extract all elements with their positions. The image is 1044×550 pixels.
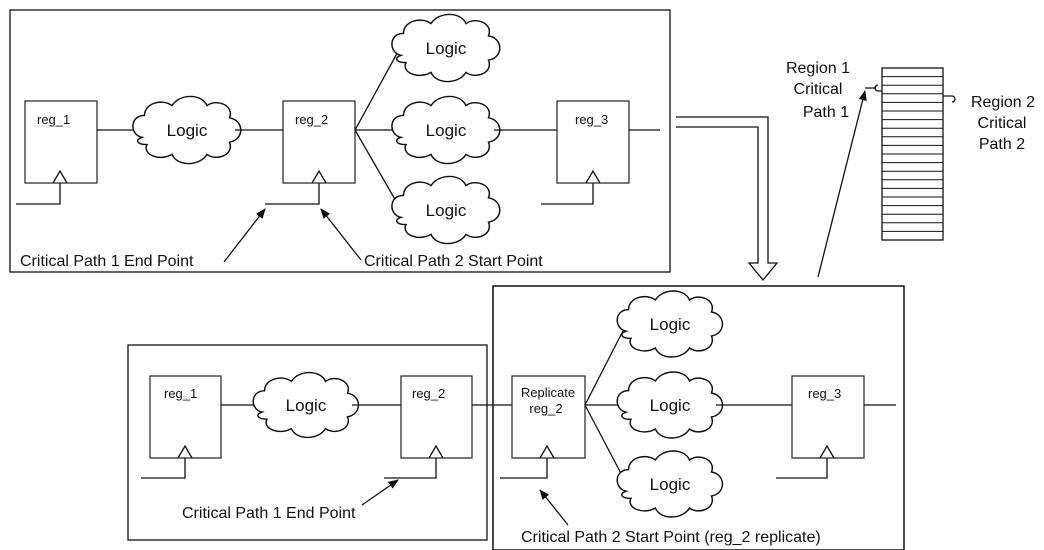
bottom-fanout-lower	[584, 404, 627, 484]
top-cp1-arrow	[223, 208, 266, 263]
top-reg-3-clock	[585, 169, 601, 184]
top-reg-3-label: reg_3	[575, 112, 608, 127]
top-reg-3-clock-wire	[541, 183, 594, 205]
bottom-reg-3-label: reg_3	[808, 386, 841, 401]
top-logic-label-4: Logic	[426, 201, 467, 220]
bottom-reg-2-label: reg_2	[412, 386, 445, 401]
top-reg-2-label: reg_2	[295, 112, 328, 127]
bottom-logic-label-3: Logic	[650, 396, 691, 415]
top-reg-3	[556, 100, 630, 184]
bottom-replicate-clock	[539, 444, 555, 459]
region-2-line-1: Region 2	[971, 94, 1035, 111]
bottom-reg-1-clock-wire	[141, 458, 186, 479]
top-reg-1	[24, 100, 98, 184]
top-logic-label-2: Logic	[426, 39, 467, 58]
top-logic-label-1: Logic	[167, 121, 208, 140]
bottom-cp1-label: Critical Path 1 End Point	[182, 505, 356, 522]
bottom-cp2-label: Critical Path 2 Start Point (reg_2 repli…	[521, 529, 821, 546]
top-cp2-arrow	[320, 208, 362, 261]
bottom-reg-2-clock-wire	[384, 458, 437, 479]
bottom-cp2-arrow	[539, 489, 569, 526]
top-reg-2-clock-wire	[265, 183, 320, 205]
region-2-pointer	[943, 95, 956, 103]
top-reg-2-clock	[311, 169, 327, 184]
transition-arrow	[676, 116, 779, 282]
bottom-cp1-arrow	[361, 479, 399, 506]
bottom-reg-3-clock-wire	[776, 458, 828, 479]
top-fanout-lower	[354, 129, 401, 209]
bottom-replicate-clock-wire	[500, 458, 548, 479]
region-1-line-2: Critical	[794, 81, 843, 98]
bottom-reg-2	[400, 375, 473, 459]
bottom-replicate-reg	[511, 375, 586, 459]
bottom-logic-label-1: Logic	[286, 396, 327, 415]
top-reg-1-clock-wire	[16, 183, 61, 205]
bottom-reg-3-clock	[819, 444, 835, 459]
bottom-reg-1-label: reg_1	[164, 386, 197, 401]
top-cp1-label: Critical Path 1 End Point	[20, 253, 194, 270]
region-2-line-3: Path 2	[979, 136, 1025, 153]
bottom-logic-label-2: Logic	[650, 315, 691, 334]
region-2-line-2: Critical	[978, 115, 1027, 132]
top-cp2-label: Critical Path 2 Start Point	[364, 253, 543, 270]
region-1-line-3: Path 1	[803, 104, 849, 121]
top-logic-label-3: Logic	[426, 121, 467, 140]
top-fanout-upper	[354, 47, 401, 131]
region-1-line-1: Region 1	[786, 60, 850, 77]
top-reg-1-clock	[52, 169, 68, 184]
top-reg-2	[282, 100, 356, 184]
bottom-reg-2-clock	[428, 444, 444, 459]
bottom-reg-3	[791, 375, 865, 459]
floorplan-pointer-arrow	[817, 89, 867, 278]
bottom-logic-label-4: Logic	[650, 475, 691, 494]
bottom-replicate-label-1: Replicate	[521, 385, 575, 400]
region-1-pointer	[865, 84, 882, 92]
bottom-replicate-label-2: reg_2	[529, 401, 562, 416]
bottom-reg-1-clock	[177, 444, 193, 459]
region-floorplan	[881, 67, 944, 241]
bottom-fanout-upper	[584, 324, 627, 406]
bottom-region-right-frame-edge	[492, 285, 905, 550]
top-reg-1-label: reg_1	[37, 112, 70, 127]
